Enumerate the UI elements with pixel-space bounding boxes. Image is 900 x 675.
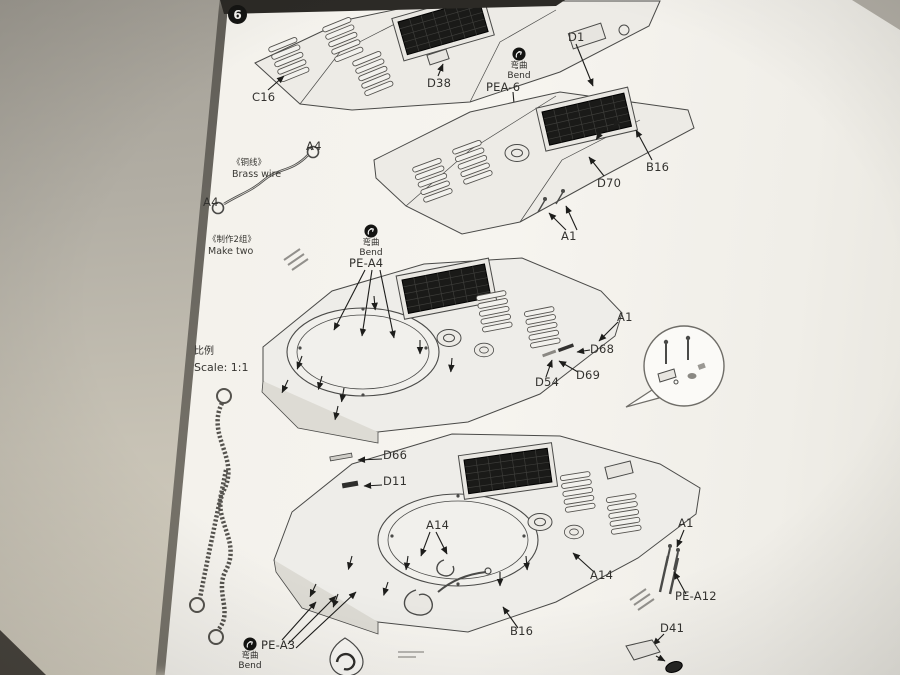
bend-label-cn: 弯曲	[510, 61, 528, 71]
step-number-badge: 6	[228, 5, 247, 24]
part-label-a4-upper: A4	[306, 139, 322, 153]
part-label-d70: D70	[597, 176, 622, 190]
scale-note: 比例 Scale: 1:1	[194, 345, 249, 375]
brass-wire-part-drawing	[211, 145, 320, 215]
detail-balloon	[625, 325, 725, 408]
note-brass-wire-cn: 《铜线》	[232, 158, 267, 168]
bend-label-cn: 弯曲	[241, 651, 259, 661]
part-label-a1-middle: A1	[617, 310, 633, 324]
part-label-pe-a3: PE-A3	[261, 638, 296, 652]
scale-note-cn: 比例	[194, 346, 214, 357]
lower-hull-drawing	[273, 433, 701, 675]
upper-hull-drawing	[261, 257, 623, 444]
note-make-two-en: Make two	[208, 246, 254, 258]
bend-icon	[512, 47, 526, 61]
part-label-pe-a12: PE-A12	[675, 589, 717, 603]
bend-label-en: Bend	[359, 248, 383, 259]
bend-badge-pea6: 弯曲 Bend	[495, 47, 543, 82]
hull-top-deck-drawing	[254, 0, 661, 139]
bend-icon	[364, 224, 378, 238]
bend-badge-pe-a3: 弯曲 Bend	[226, 637, 274, 672]
tow-cable-actual-size-drawing	[189, 388, 233, 645]
part-label-d54: D54	[535, 375, 560, 389]
part-label-d38: D38	[427, 76, 452, 90]
part-label-a14-left: A14	[426, 518, 450, 532]
part-label-d11: D11	[383, 474, 408, 488]
part-label-d69: D69	[576, 368, 601, 382]
bend-label-cn: 弯曲	[362, 238, 380, 248]
bend-icon	[243, 637, 257, 651]
part-label-b16-upper: B16	[646, 160, 670, 174]
note-brass-wire: 《铜线》 Brass wire	[232, 158, 281, 181]
part-label-a4-lower: A4	[203, 195, 219, 209]
part-label-d66: D66	[383, 448, 408, 462]
scale-note-en: Scale: 1:1	[194, 360, 249, 374]
part-label-d41: D41	[660, 621, 685, 635]
part-label-a1-lower: A1	[678, 516, 694, 530]
part-label-d1: D1	[568, 30, 585, 44]
hatch-mark	[629, 588, 655, 611]
note-brass-wire-en: Brass wire	[232, 169, 282, 181]
hull-rear-deck-drawing	[373, 43, 695, 235]
note-make-two: 《制作2组》 Make two	[208, 235, 256, 258]
part-label-a1-upper: A1	[561, 229, 577, 243]
bend-label-en: Bend	[238, 661, 262, 672]
bend-label-en: Bend	[507, 71, 531, 82]
hatch-mark	[283, 248, 309, 271]
part-label-b16-lower: B16	[510, 624, 534, 638]
part-label-pea6: PEA-6	[486, 80, 521, 94]
part-label-pe-a4: PE-A4	[349, 256, 384, 270]
part-label-c16: C16	[252, 90, 276, 104]
note-make-two-cn: 《制作2组》	[208, 235, 256, 245]
part-label-a14-right: A14	[590, 568, 614, 582]
bend-badge-pe-a4: 弯曲 Bend	[347, 224, 395, 259]
part-label-d68: D68	[590, 342, 615, 356]
